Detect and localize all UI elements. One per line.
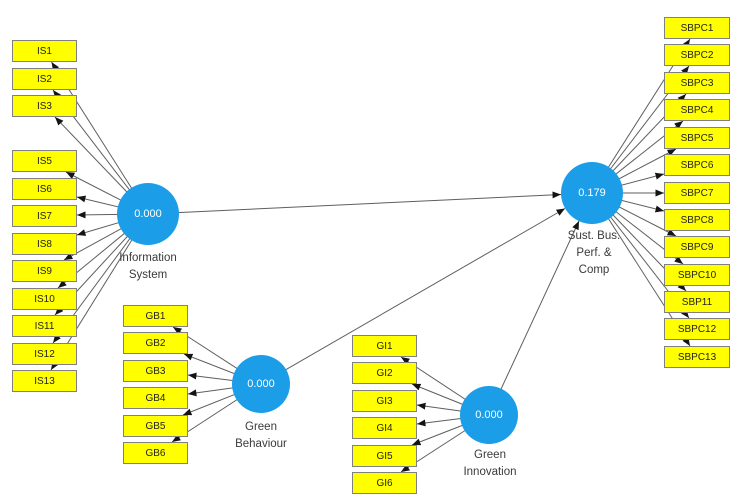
indicator-box-gi1[interactable]: GI1	[352, 335, 417, 357]
latent-circle-information-system[interactable]: 0.000	[117, 183, 179, 245]
construct-label-green-innovation: Green Innovation	[463, 449, 517, 478]
indicator-box-gi5[interactable]: GI5	[352, 445, 417, 467]
indicator-box-is10[interactable]: IS10	[12, 288, 77, 310]
construct-label-sust-bus-perf-comp: Sust. Bus. Perf. & Comp	[567, 230, 621, 276]
indicator-box-is11[interactable]: IS11	[12, 315, 77, 337]
indicator-box-gb3[interactable]: GB3	[123, 360, 188, 382]
indicator-box-gi2[interactable]: GI2	[352, 362, 417, 384]
indicator-box-is13[interactable]: IS13	[12, 370, 77, 392]
indicator-box-sbpc1[interactable]: SBPC1	[664, 17, 730, 39]
indicator-box-is5[interactable]: IS5	[12, 150, 77, 172]
path-green-behaviour-to-sbpc[interactable]	[260, 208, 566, 385]
indicator-box-gi4[interactable]: GI4	[352, 417, 417, 439]
indicator-box-is9[interactable]: IS9	[12, 260, 77, 282]
indicator-box-sbp11[interactable]: SBP11	[664, 291, 730, 313]
indicator-box-gb4[interactable]: GB4	[123, 387, 188, 409]
construct-label-information-system: Information System	[119, 252, 177, 281]
indicator-box-is3[interactable]: IS3	[12, 95, 77, 117]
indicator-box-sbpc7[interactable]: SBPC7	[664, 182, 730, 204]
structural-paths	[147, 191, 580, 416]
indicator-box-is7[interactable]: IS7	[12, 205, 77, 227]
latent-circle-sust-bus-perf-comp[interactable]: 0.179	[561, 162, 623, 224]
indicator-box-is6[interactable]: IS6	[12, 178, 77, 200]
indicator-box-gb1[interactable]: GB1	[123, 305, 188, 327]
indicator-box-sbpc8[interactable]: SBPC8	[664, 209, 730, 231]
indicator-box-sbpc12[interactable]: SBPC12	[664, 318, 730, 340]
indicator-box-sbpc6[interactable]: SBPC6	[664, 154, 730, 176]
indicator-box-sbpc4[interactable]: SBPC4	[664, 99, 730, 121]
indicator-box-is8[interactable]: IS8	[12, 233, 77, 255]
construct-label-green-behaviour: Green Behaviour	[235, 421, 287, 450]
indicator-box-gb6[interactable]: GB6	[123, 442, 188, 464]
indicator-box-sbpc10[interactable]: SBPC10	[664, 264, 730, 286]
indicator-box-is1[interactable]: IS1	[12, 40, 77, 62]
indicator-box-sbpc2[interactable]: SBPC2	[664, 44, 730, 66]
latent-circle-green-behaviour[interactable]: 0.000	[232, 355, 290, 413]
indicator-box-gb2[interactable]: GB2	[123, 332, 188, 354]
indicator-box-is12[interactable]: IS12	[12, 343, 77, 365]
indicator-box-sbpc9[interactable]: SBPC9	[664, 236, 730, 258]
path-information-system-to-sbpc[interactable]	[147, 191, 562, 215]
indicator-box-gi6[interactable]: GI6	[352, 472, 417, 494]
indicator-box-is2[interactable]: IS2	[12, 68, 77, 90]
path-green-innovation-to-sbpc[interactable]	[488, 220, 580, 416]
latent-circle-green-innovation[interactable]: 0.000	[460, 386, 518, 444]
indicator-box-sbpc13[interactable]: SBPC13	[664, 346, 730, 368]
indicator-box-sbpc5[interactable]: SBPC5	[664, 127, 730, 149]
indicator-box-gb5[interactable]: GB5	[123, 415, 188, 437]
indicator-box-sbpc3[interactable]: SBPC3	[664, 72, 730, 94]
indicator-box-gi3[interactable]: GI3	[352, 390, 417, 412]
